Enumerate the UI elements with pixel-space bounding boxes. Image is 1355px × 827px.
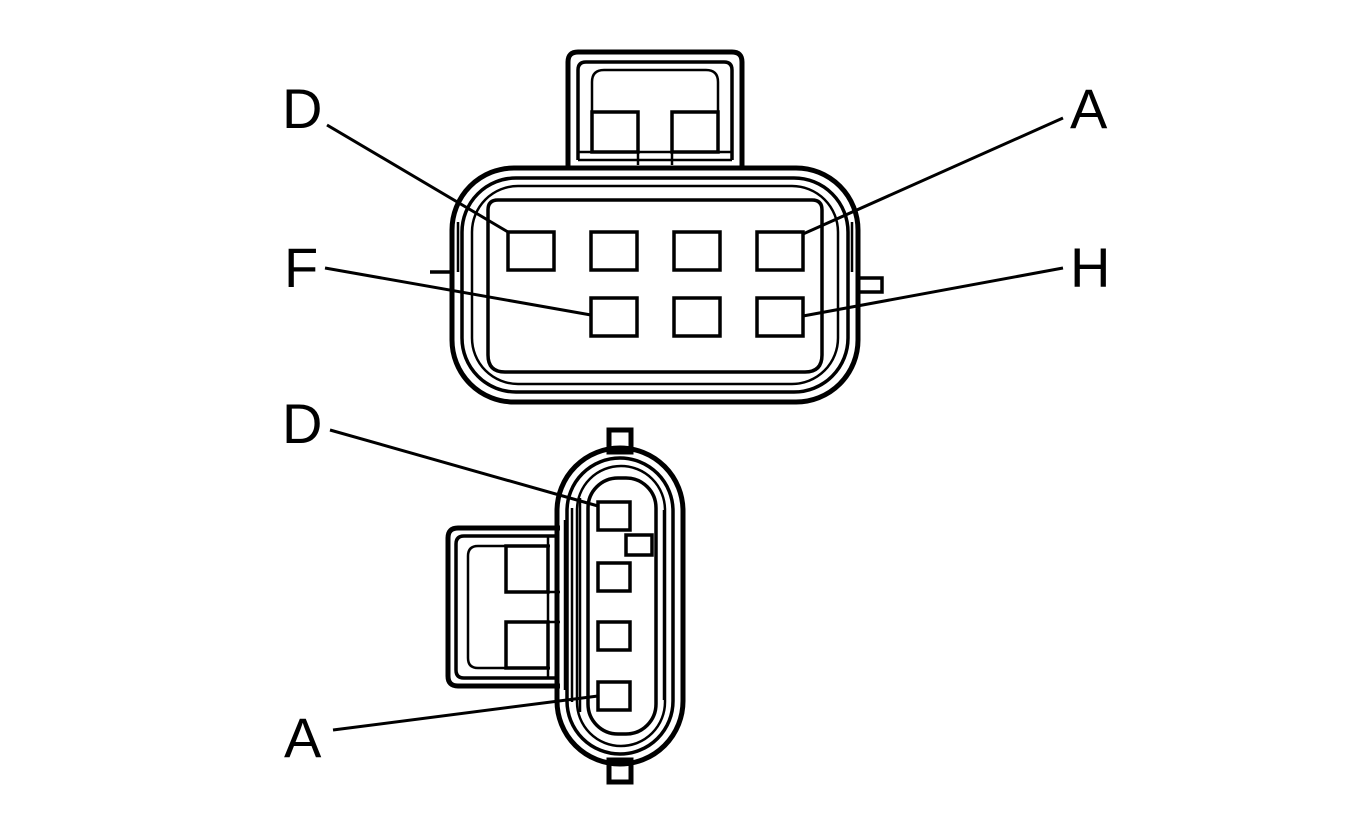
leader-line-h — [802, 266, 1064, 318]
leader-line-d — [326, 123, 509, 234]
pin-4-b — [596, 620, 632, 652]
connector-4-cavity — [586, 476, 658, 736]
locking-tab-top — [565, 49, 745, 168]
pin-h — [755, 296, 805, 338]
label-4-a: A — [284, 706, 322, 769]
pin-d — [506, 230, 556, 272]
connector-body-inner-2 — [470, 184, 840, 386]
connector-body-outer — [449, 165, 861, 405]
label-h: H — [1070, 236, 1110, 299]
pin-4-d — [596, 500, 632, 532]
key-bottom — [606, 757, 634, 785]
label-a-top: A — [1070, 77, 1108, 140]
label-f: F — [284, 236, 318, 299]
connector-cavity — [486, 198, 824, 374]
pin-c — [589, 230, 639, 272]
connector-body-inner-1 — [460, 176, 850, 394]
pin-g — [672, 296, 722, 338]
label-4-d: D — [282, 392, 322, 455]
pin-a — [755, 230, 805, 272]
pin-4-c — [596, 561, 632, 593]
label-d-top: D — [282, 77, 322, 140]
pin-b — [672, 230, 722, 272]
connector-4-way: D A — [282, 392, 686, 785]
connector-8-way: D A F H — [282, 49, 1110, 405]
leader-line-4-a — [332, 694, 599, 732]
leader-line-a — [802, 116, 1064, 236]
leader-line-f — [324, 266, 592, 317]
pin-f — [589, 296, 639, 338]
locking-tab-left — [445, 525, 560, 689]
key-top — [606, 427, 634, 455]
connector-4-body-inner-1 — [565, 456, 675, 756]
polarization-key — [624, 533, 654, 557]
pin-4-a — [596, 680, 632, 712]
leader-line-4-d — [329, 428, 599, 508]
connector-4-body-outer — [554, 445, 686, 767]
